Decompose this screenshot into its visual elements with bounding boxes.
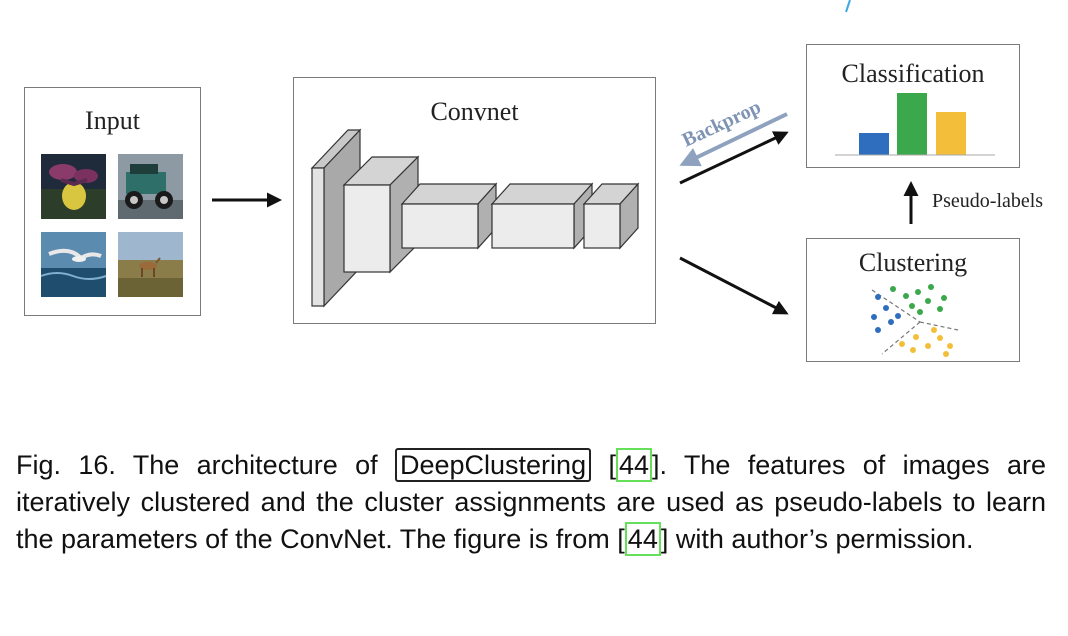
caption-prefix: Fig. 16. The architecture of <box>16 450 378 480</box>
convnet-to-classification-arrow <box>679 131 789 185</box>
bar-green <box>897 93 927 155</box>
convnet-to-clustering-arrow <box>679 256 789 315</box>
clustering-label: Clustering <box>858 248 968 277</box>
flower-image <box>41 154 106 219</box>
caption-body: . The features of images are iteratively… <box>16 450 1047 554</box>
clustering-panel: Clustering <box>806 238 1020 362</box>
convnet-layers <box>310 128 640 308</box>
antelope-image <box>118 232 183 297</box>
caption-suffix: with author’s permission. <box>675 524 974 554</box>
bar-blue <box>859 133 889 155</box>
classification-bars <box>835 93 995 156</box>
method-name-highlight: DeepClustering <box>394 448 592 482</box>
classification-label: Classification <box>841 59 985 88</box>
bar-yellow <box>936 112 966 155</box>
backprop-arrow <box>679 112 788 167</box>
convnet-label: Convnet <box>430 97 519 126</box>
cluster-scatter <box>871 284 959 357</box>
input-panel: Input <box>24 87 201 316</box>
figure-caption: Fig. 16. The architecture of DeepCluster… <box>16 448 1047 556</box>
pseudo-labels-label: Pseudo-labels <box>932 190 1044 212</box>
seabird-image <box>40 232 107 297</box>
backprop-label: Backprop <box>679 96 765 151</box>
vintage-car-image <box>118 154 183 219</box>
input-label: Input <box>85 106 140 135</box>
pen-mark <box>845 0 851 13</box>
citation-link-44[interactable]: 44 <box>615 448 653 482</box>
citation-link-44-second[interactable]: 44 <box>624 522 661 556</box>
